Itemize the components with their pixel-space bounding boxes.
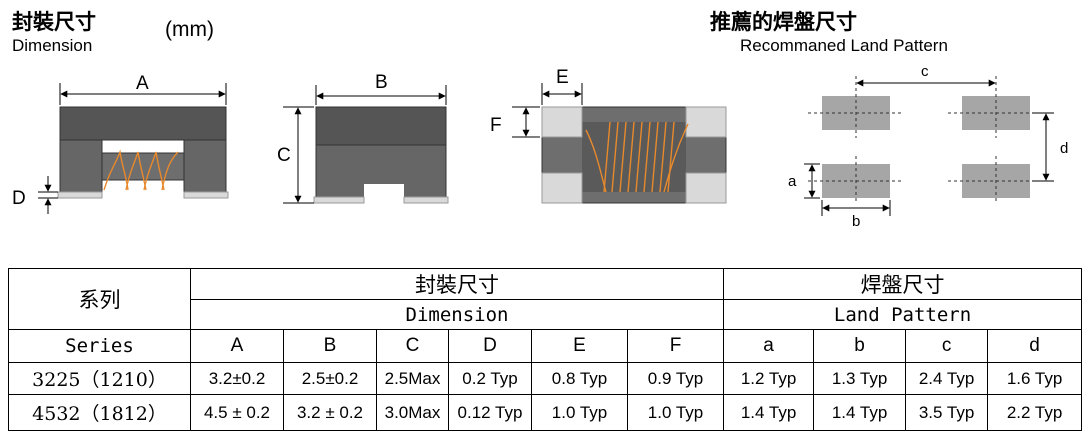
- col-header-d: d: [987, 329, 1083, 363]
- col-header-c: c: [905, 329, 989, 363]
- label-F: F: [490, 115, 502, 136]
- value-cell: 1.0 Typ: [531, 394, 628, 431]
- land-pattern-title-cn: 推薦的焊盤尺寸: [710, 10, 857, 34]
- value-cell: 4.5 ± 0.2: [190, 394, 284, 431]
- series-header-cn: 系列: [8, 268, 191, 330]
- col-header-C: C: [376, 329, 449, 363]
- col-header-F: F: [626, 329, 725, 363]
- col-header-B: B: [283, 329, 377, 363]
- label-B: B: [375, 72, 388, 93]
- value-cell: 1.4 Typ: [813, 394, 907, 431]
- land-pattern-header-en: Land Pattern: [723, 299, 1083, 330]
- front-view-diagram: [283, 85, 449, 204]
- series-cell: 4532（1812）: [8, 394, 191, 431]
- dimension-title-cn: 封裝尺寸: [12, 10, 96, 34]
- value-cell: 0.9 Typ: [626, 362, 725, 395]
- dimension-header-cn: 封裝尺寸: [189, 268, 725, 300]
- col-header-b: b: [813, 329, 907, 363]
- value-cell: 3.2 ± 0.2: [283, 394, 377, 431]
- value-cell: 0.2 Typ: [448, 362, 532, 395]
- land-pattern-title-en: Recommaned Land Pattern: [740, 36, 948, 55]
- winding-wire-top: [585, 121, 689, 193]
- land-pattern-header-cn: 焊盤尺寸: [723, 268, 1083, 300]
- label-d: d: [1060, 140, 1068, 157]
- table-row: 4532（1812） 4.5 ± 0.2 3.2 ± 0.2 3.0Max 0.…: [8, 394, 1083, 431]
- value-cell: 1.6 Typ: [987, 362, 1083, 395]
- label-E: E: [556, 67, 569, 88]
- unit-label: (mm): [165, 18, 214, 41]
- dimension-header-en: Dimension: [189, 299, 725, 330]
- col-header-D: D: [448, 329, 532, 363]
- series-header-en: Series: [8, 329, 191, 363]
- value-cell: 2.2 Typ: [987, 394, 1083, 431]
- col-header-E: E: [531, 329, 628, 363]
- col-header-A: A: [190, 329, 284, 363]
- dimension-title-en: Dimension: [12, 36, 93, 55]
- label-c: c: [921, 63, 929, 80]
- value-cell: 2.5±0.2: [283, 362, 377, 395]
- spec-table: 系列 封裝尺寸 焊盤尺寸 Dimension Land Pattern Seri…: [8, 268, 1083, 431]
- side-view-diagram: [38, 83, 229, 214]
- table-row: 3225（1210） 3.2±0.2 2.5±0.2 2.5Max 0.2 Ty…: [8, 362, 1083, 395]
- value-cell: 3.0Max: [376, 394, 449, 431]
- label-A: A: [136, 73, 149, 94]
- value-cell: 3.2±0.2: [190, 362, 284, 395]
- winding-wire: [103, 149, 179, 191]
- value-cell: 0.8 Typ: [531, 362, 628, 395]
- value-cell: 1.0 Typ: [626, 394, 725, 431]
- label-C: C: [277, 145, 291, 166]
- label-D: D: [12, 188, 26, 209]
- label-b: b: [852, 213, 860, 230]
- value-cell: 2.5Max: [376, 362, 449, 395]
- value-cell: 3.5 Typ: [905, 394, 989, 431]
- label-a: a: [788, 173, 797, 190]
- top-view-diagram: [512, 83, 727, 204]
- col-header-a: a: [723, 329, 815, 363]
- value-cell: 2.4 Typ: [905, 362, 989, 395]
- land-pattern-diagram: [804, 76, 1054, 216]
- value-cell: 0.12 Typ: [448, 394, 532, 431]
- value-cell: 1.3 Typ: [813, 362, 907, 395]
- series-cell: 3225（1210）: [8, 362, 191, 395]
- value-cell: 1.4 Typ: [723, 394, 815, 431]
- dimension-diagrams: A D B C: [12, 63, 1068, 230]
- value-cell: 1.2 Typ: [723, 362, 815, 395]
